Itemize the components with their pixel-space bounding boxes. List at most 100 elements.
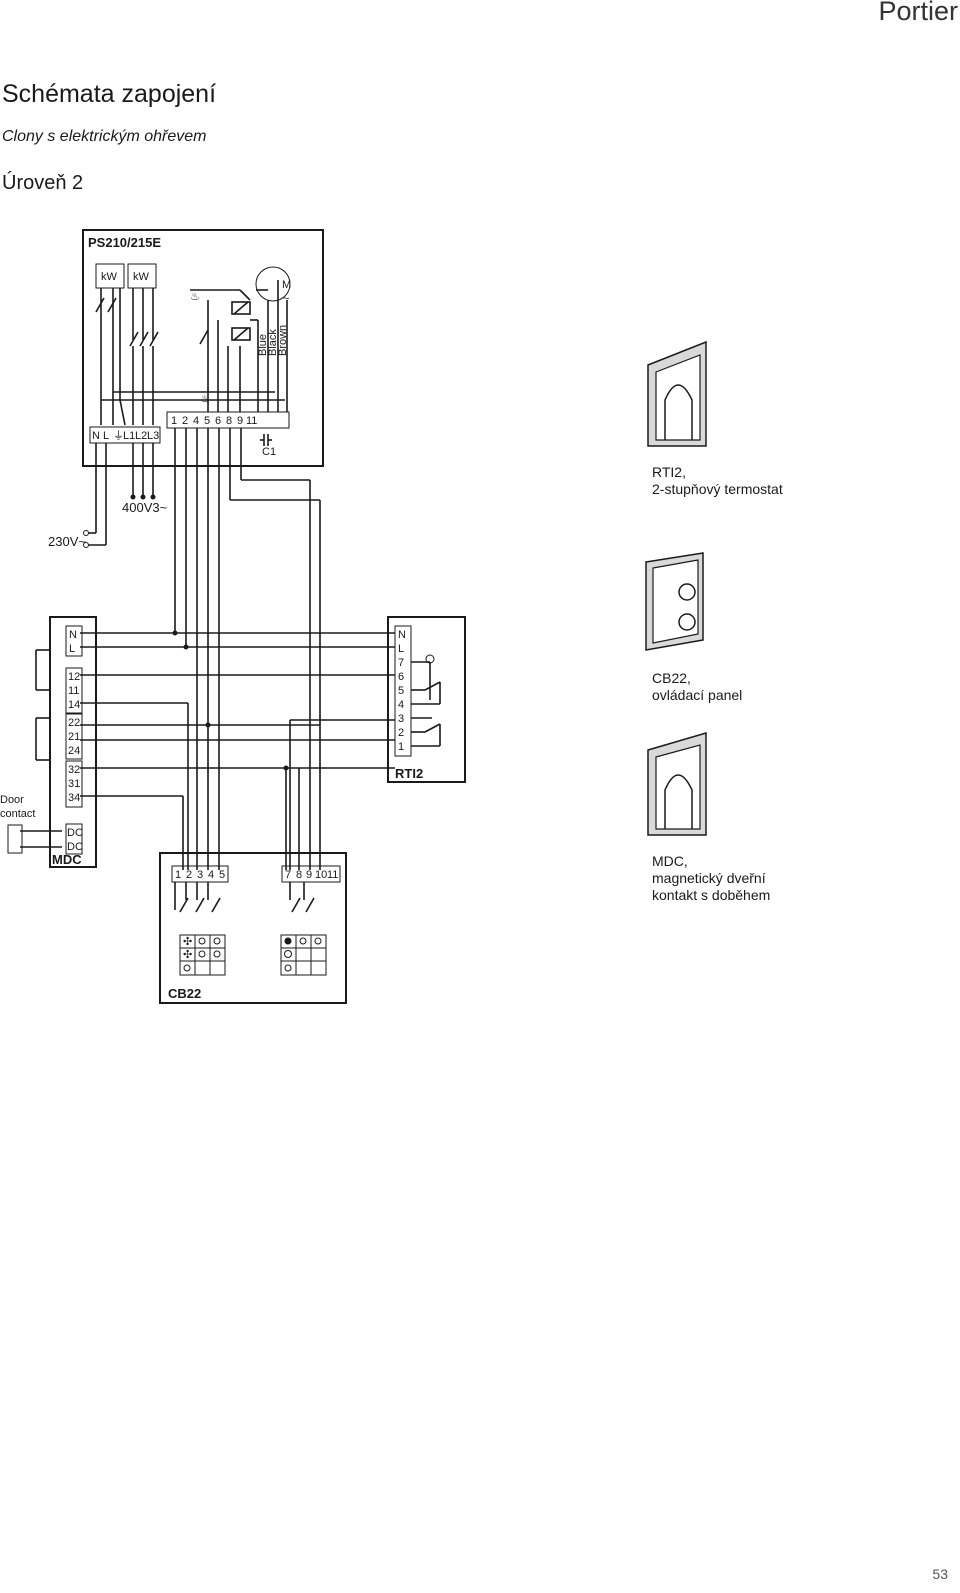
- cb-fan-indicators: [179, 934, 226, 976]
- cb-switches: [174, 882, 315, 913]
- terminal-l2: L2: [135, 430, 147, 442]
- product-image-mdc: [647, 731, 707, 836]
- door-contact-symbol: [7, 824, 23, 854]
- cb-terminal-8: 8: [296, 869, 302, 881]
- control-terminal-strip: [166, 411, 290, 429]
- mdc-terminal-32: 32: [68, 764, 80, 776]
- fan-high-icon: ✣: [183, 936, 192, 948]
- cb-heat-indicators: [280, 934, 327, 976]
- terminal-l3: L3: [147, 430, 159, 442]
- mdc-terminal-31: 31: [68, 778, 80, 790]
- heater-box-1: [95, 263, 125, 289]
- rti-terminal-l: L: [398, 643, 404, 655]
- ps-unit-frame: [82, 229, 324, 467]
- mdc-terminal-14: 14: [68, 699, 80, 711]
- ps-unit-title: PS210/215E: [88, 235, 161, 250]
- page-number: 53: [932, 1566, 948, 1582]
- supply-400-label: 400V3~: [122, 500, 168, 515]
- brand-name: Portier: [878, 0, 958, 26]
- rti-terminal-7: 7: [398, 657, 404, 669]
- cb-terminal-1: 1: [175, 869, 181, 881]
- heater-wiring: [95, 288, 285, 426]
- ctrl-terminal-4: 4: [193, 415, 199, 427]
- cb-terminal-strip-a: [171, 865, 229, 883]
- mdc-block-dc: [65, 823, 83, 855]
- mdc-terminal-34: 34: [68, 792, 80, 804]
- wire-color-blue: Blue: [257, 334, 269, 356]
- motor-label: M: [282, 279, 291, 291]
- mdc-block-2x: [65, 712, 83, 760]
- rti-terminal-3: 3: [398, 713, 404, 725]
- mdc-unit: N L 12 11 14 22 21 24 32 31 34 DC DC MDC: [49, 616, 97, 868]
- ctrl-terminal-2: 2: [182, 415, 188, 427]
- mdc-terminal-dc1: DC: [67, 827, 83, 839]
- cb-terminal-2: 2: [186, 869, 192, 881]
- interconnect-wiring: [20, 428, 395, 870]
- terminal-n: N: [92, 430, 100, 442]
- cb-title: CB22: [168, 986, 201, 1001]
- heater-label-1: kW: [101, 271, 118, 283]
- supply-dot-n: [83, 530, 89, 536]
- junction-n: [172, 630, 178, 636]
- wire-color-black: Black: [267, 329, 279, 356]
- supply-230-label: 230V~: [48, 534, 86, 549]
- fan-icon: ♨: [190, 291, 200, 303]
- rti-title: RTI2: [395, 766, 423, 781]
- heater-box-2: [127, 263, 157, 289]
- cb-terminal-5: 5: [219, 869, 225, 881]
- cb-terminal-9: 9: [306, 869, 312, 881]
- ctrl-terminal-9: 9: [237, 415, 243, 427]
- cb-frame: [159, 852, 347, 1004]
- rti-terminal-1: 1: [398, 741, 404, 753]
- mdc-frame: [49, 616, 97, 868]
- junction-21: [205, 722, 211, 728]
- mdc-block-nl: [65, 625, 83, 657]
- rti-frame: [387, 616, 466, 783]
- product-desc-cb22: ovládací panel: [652, 687, 743, 703]
- ps-unit: PS210/215E kW kW: [82, 229, 324, 467]
- mdc-block-1x: [65, 667, 83, 715]
- rti-unit: N L 7 6 5 4 3 2 1 RTI2: [387, 616, 466, 783]
- product-image-rti2: [647, 340, 707, 447]
- mdc-terminal-11: 11: [68, 685, 79, 697]
- supply-dot-l1: [130, 494, 136, 500]
- rti-terminal-2: 2: [398, 727, 404, 739]
- rti-terminal-5: 5: [398, 685, 404, 697]
- motor-tilde: ~: [283, 293, 289, 305]
- motor-symbol: [255, 266, 291, 302]
- ctrl-terminal-11: 11: [246, 415, 257, 427]
- product-desc2-mdc: kontakt s doběhem: [652, 887, 771, 903]
- ctrl-terminal-5: 5: [204, 415, 210, 427]
- product-caption-rti2: RTI2, 2-stupňový termostat: [652, 464, 783, 498]
- mdc-terminal-22: 22: [68, 717, 80, 729]
- ctrl-terminal-8: 8: [226, 415, 232, 427]
- mdc-terminal-n: N: [69, 629, 77, 641]
- mdc-terminal-l: L: [69, 643, 75, 655]
- cb-terminal-10: 10: [315, 869, 327, 881]
- cb-terminal-11: 11: [327, 869, 338, 881]
- junction-31: [283, 765, 289, 771]
- supply-dot-l: [83, 542, 89, 548]
- rti-switches: [411, 661, 441, 747]
- heater-label-2: kW: [133, 271, 150, 283]
- cb-terminal-strip-b: [281, 865, 341, 883]
- level-heading: Úroveň 2: [2, 172, 84, 194]
- cb-unit: 1 2 3 4 5 7 8 9 10 11: [159, 852, 347, 1004]
- cb-terminal-4: 4: [208, 869, 214, 881]
- product-image-cb22: [645, 552, 704, 651]
- rti-terminal-n: N: [398, 629, 406, 641]
- rti-terminal-block: [394, 625, 412, 757]
- mdc-terminal-12: 12: [68, 671, 80, 683]
- page-title: Schémata zapojení: [2, 80, 217, 108]
- product-caption-mdc: MDC, magnetický dveřní kontakt s doběhem: [652, 853, 770, 904]
- thermostat-icon: [425, 654, 435, 664]
- terminal-l1: L1: [123, 430, 135, 442]
- supply-wiring: [88, 443, 154, 546]
- capacitor-symbol: [260, 434, 272, 446]
- junction-l: [183, 644, 189, 650]
- product-name-rti2: RTI2,: [652, 464, 686, 480]
- terminal-l: L: [103, 430, 109, 442]
- supply-dot-l3: [150, 494, 156, 500]
- cb-terminal-3: 3: [197, 869, 203, 881]
- ctrl-terminal-6: 6: [215, 415, 221, 427]
